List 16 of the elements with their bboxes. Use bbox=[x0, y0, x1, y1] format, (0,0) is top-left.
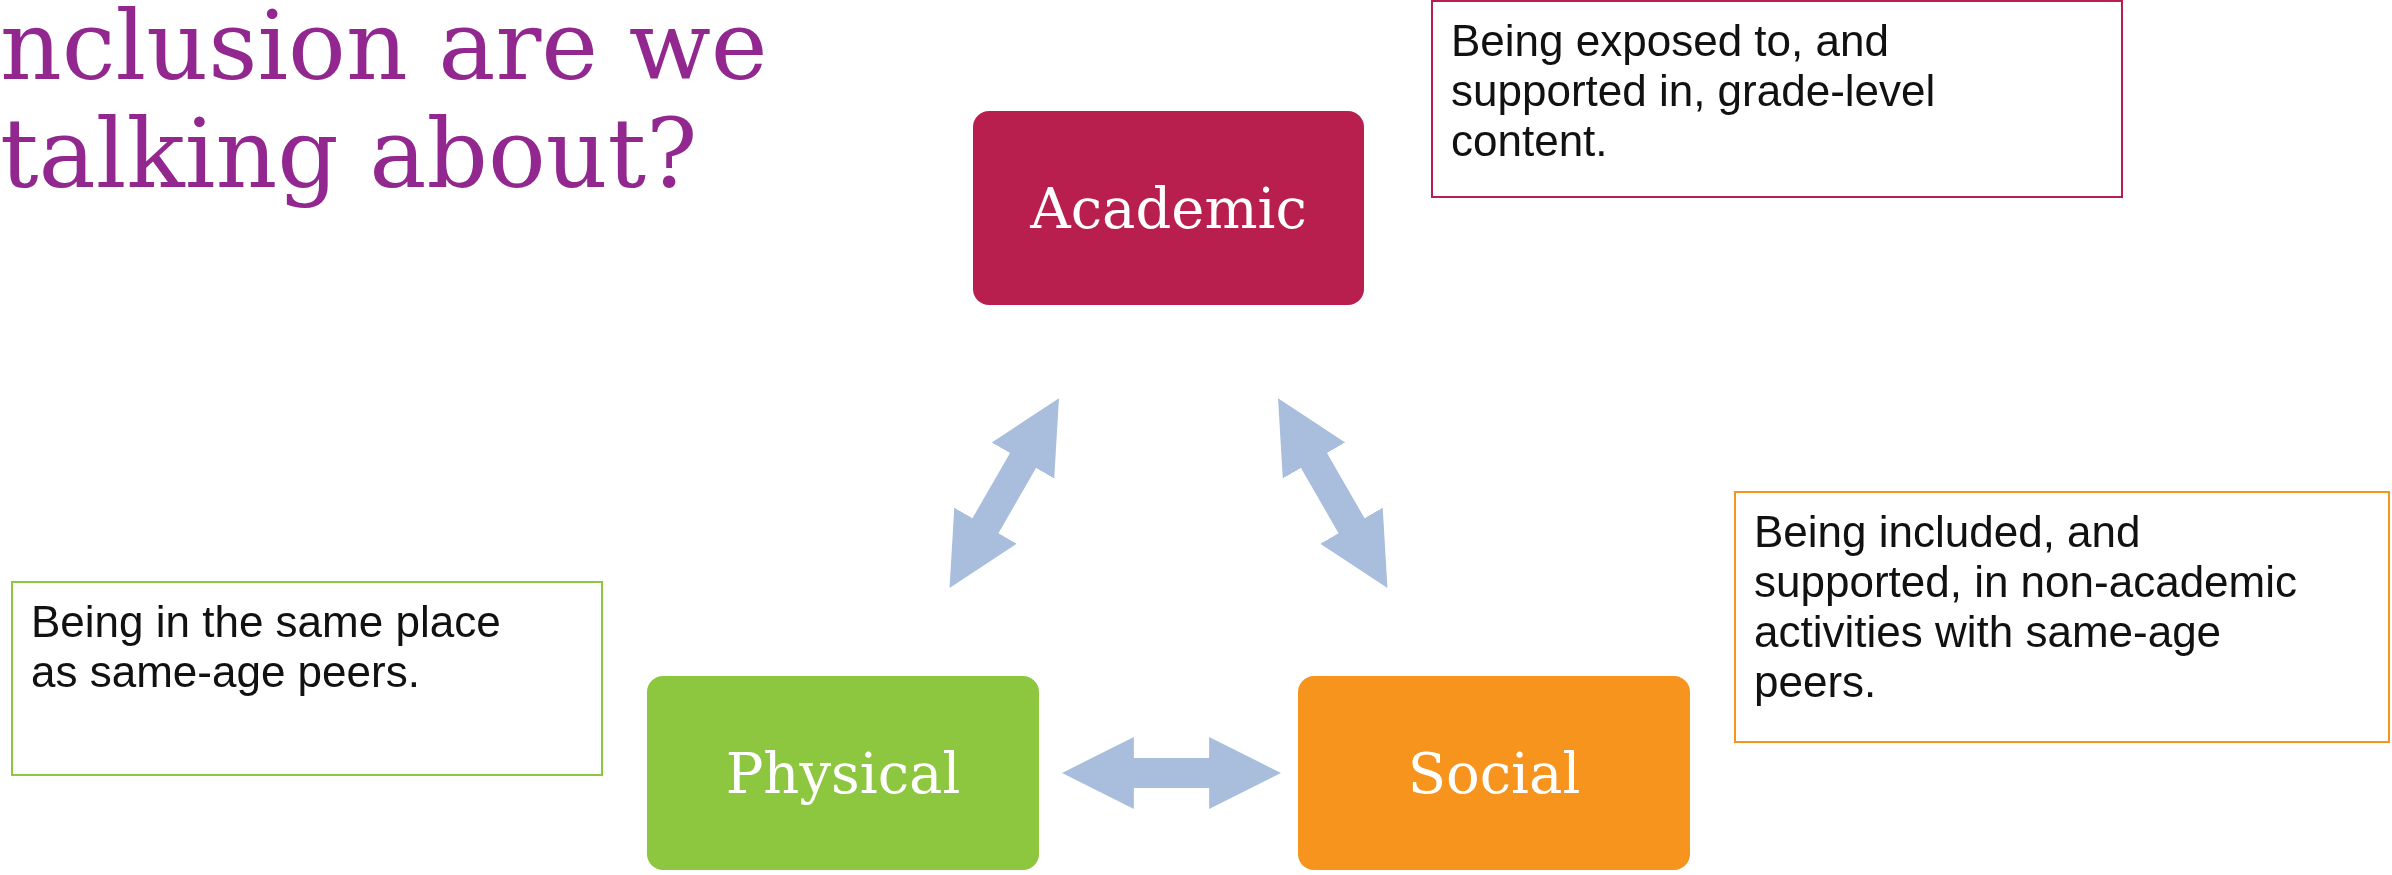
double-arrow bbox=[949, 398, 1059, 589]
category-label: Academic bbox=[1030, 175, 1307, 241]
description-text: Being in the same place as same-age peers. bbox=[31, 597, 502, 697]
double-arrow bbox=[1061, 737, 1282, 809]
category-box bbox=[1298, 676, 1690, 870]
slide-title: nclusion are we talking about? bbox=[0, 0, 769, 208]
category-box bbox=[973, 111, 1364, 305]
category-label: Physical bbox=[725, 740, 961, 806]
category-box bbox=[647, 676, 1039, 870]
description-text: Being exposed to, and supported in, grade-level content. bbox=[1451, 16, 1937, 166]
description-box bbox=[11, 581, 603, 776]
category-label: Social bbox=[1407, 740, 1581, 806]
description-box bbox=[1734, 491, 2390, 743]
description-text: Being included, and supported, in non-academic activities with same-age peers. bbox=[1754, 507, 2298, 707]
double-arrow bbox=[1278, 398, 1388, 589]
description-box bbox=[1431, 0, 2123, 198]
